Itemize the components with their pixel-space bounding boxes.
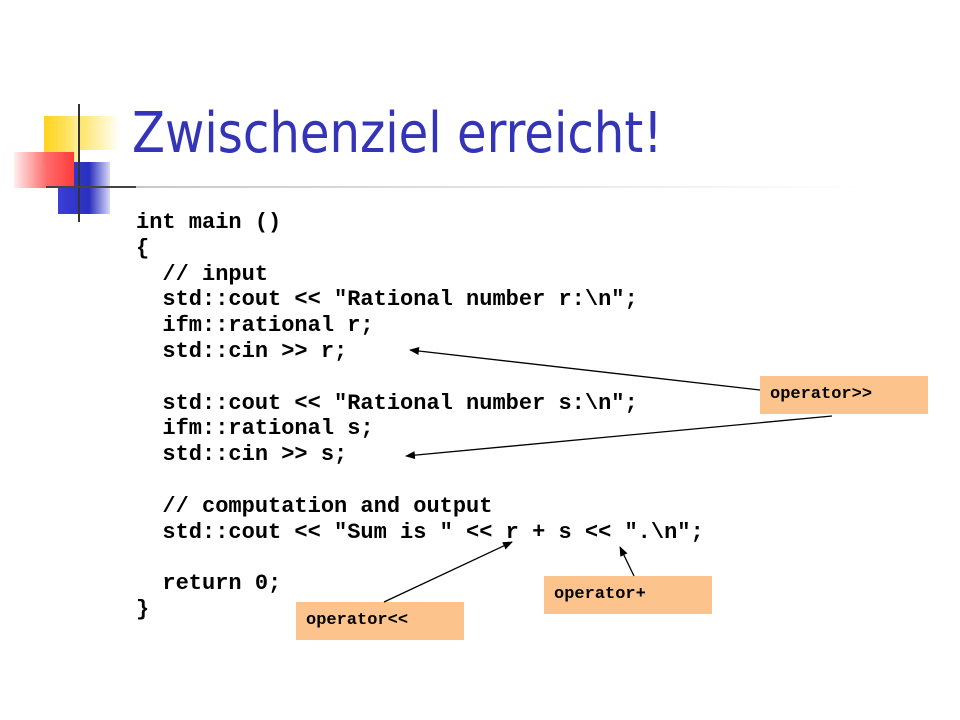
decorative-vertical-line [78,104,80,222]
code-line: // computation and output [136,493,493,519]
callout-operator-shift-right: operator>> [760,376,928,414]
code-line: // input [136,261,269,287]
decorative-red-block [14,152,74,188]
callout-operator-shift-left: operator<< [296,602,464,640]
code-line: { [136,235,150,261]
code-line: std::cout << "Rational number s:\n"; [136,390,638,416]
slide-title: Zwischenziel erreicht! [132,101,663,166]
code-line: ifm::rational r; [136,313,374,339]
code-line: int main () [136,210,282,235]
code-line: ifm::rational s; [136,416,374,442]
code-line: std::cout << "Rational number r:\n"; [136,287,638,313]
code-block: int main () { // input std::cout << "Rat… [136,210,704,623]
code-line: std::cin >> s; [136,442,348,468]
code-line: std::cin >> r; [136,338,348,364]
code-line: } [136,596,150,622]
code-line [136,468,704,494]
code-line: std::cout << "Sum is " << r + s << ".\n"… [136,519,704,545]
code-line [136,365,704,391]
title-underline [46,186,866,188]
callout-operator-plus: operator+ [544,576,712,614]
code-line [136,545,704,571]
decorative-yellow-fade [80,116,120,150]
code-line: return 0; [136,571,282,597]
